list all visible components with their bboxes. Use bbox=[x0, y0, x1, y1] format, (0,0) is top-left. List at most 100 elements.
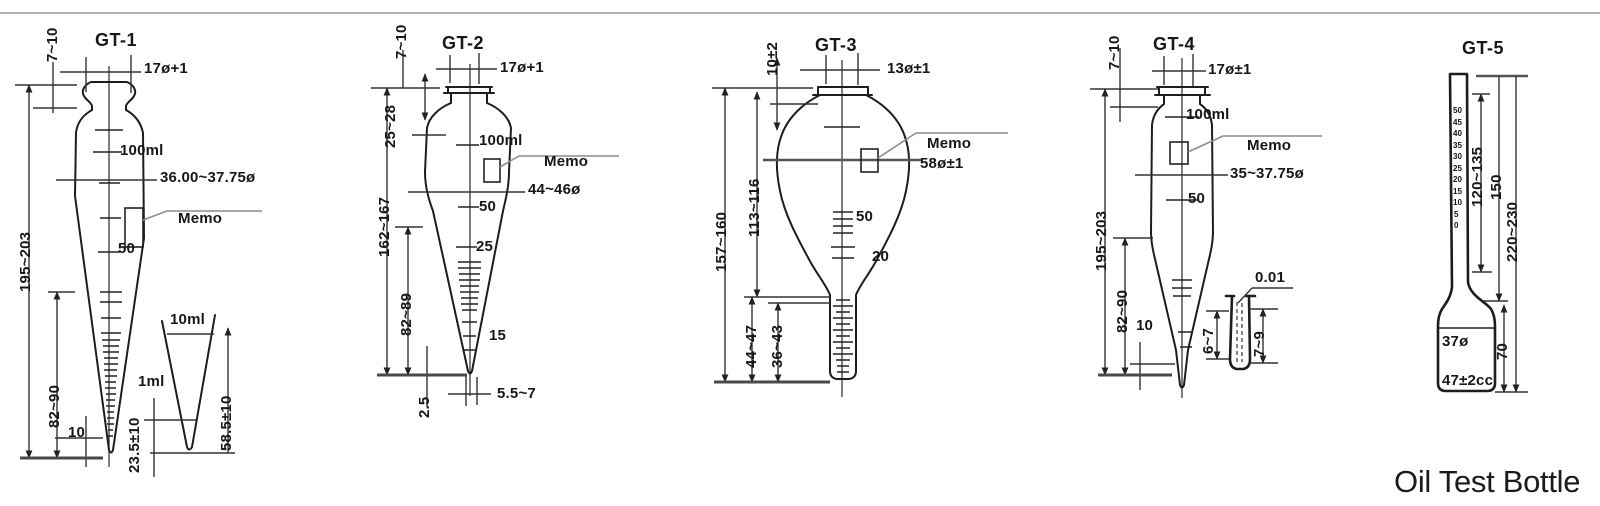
gt2-volume-label: 100ml bbox=[479, 132, 523, 149]
gt1-misc-dims bbox=[48, 179, 157, 467]
gt4-grad-50-label: 50 bbox=[1188, 190, 1206, 207]
gt2-total-height-label: 162~167 bbox=[376, 196, 393, 257]
gt5-scale-40: 40 bbox=[1453, 129, 1462, 138]
gt5-body-height-label: 70 bbox=[1494, 342, 1511, 360]
gt5-scale-30: 30 bbox=[1453, 152, 1462, 161]
gt4-tip-height-label: 10 bbox=[1136, 317, 1154, 334]
gt4-memo-leader bbox=[1187, 135, 1322, 153]
gt4-body-dia-label: 35~37.75ø bbox=[1230, 165, 1304, 182]
gt5-scale-0: 0 bbox=[1454, 221, 1459, 230]
gt4-inset-tube-label: 7~9 bbox=[1251, 330, 1268, 357]
gt4-inset-grad-label: 0.01 bbox=[1255, 269, 1285, 286]
gt2-neck-height-label: 7~10 bbox=[393, 24, 410, 59]
gt1-inset-dims bbox=[144, 333, 235, 477]
gt5-title: GT-5 bbox=[1462, 38, 1505, 58]
gt3-grad-20-label: 20 bbox=[872, 248, 890, 265]
gt1-neck-height-label: 7~10 bbox=[44, 27, 61, 62]
gt1-graduations bbox=[93, 129, 123, 437]
gt2-shoulder-label: 25~28 bbox=[382, 104, 399, 148]
gt4-inset-tube-marks bbox=[1236, 302, 1243, 364]
gt3-graduations bbox=[824, 126, 860, 373]
gt3-body-dia-label: 58ø±1 bbox=[920, 155, 964, 172]
gt5-total-height-label: 220~230 bbox=[1504, 201, 1521, 262]
gt2-mouth-dia-label: 17ø+1 bbox=[500, 59, 544, 76]
gt4-graduations bbox=[1165, 116, 1199, 348]
gt2-bottle-outline bbox=[423, 86, 513, 375]
gt4-inset-tube-ticks bbox=[1249, 308, 1278, 364]
gt5-scale-15: 15 bbox=[1453, 187, 1462, 196]
gt5-drawing bbox=[1436, 72, 1528, 393]
gt1-inset-width-label: 23.5±10 bbox=[126, 417, 143, 473]
gt5-scale-20: 20 bbox=[1453, 175, 1462, 184]
gt1-volume-label: 100ml bbox=[120, 142, 164, 159]
gt3-neck-height-label: 10±2 bbox=[764, 41, 781, 76]
gt4-total-height-label: 195~203 bbox=[1093, 210, 1110, 271]
gt4-memo-box bbox=[1169, 141, 1189, 165]
gt3-stem-inner-label: 36~43 bbox=[769, 324, 786, 368]
gt3-body-height-label: 113~116 bbox=[746, 178, 763, 237]
gt3-mouth-dim bbox=[800, 53, 880, 85]
gt2-neck-dim bbox=[371, 50, 446, 136]
gt5-tube-height-label: 150 bbox=[1488, 174, 1505, 200]
gt5-scale-height-label: 120~135 bbox=[1469, 146, 1486, 207]
gt3-stem-outer-label: 44~47 bbox=[743, 324, 760, 368]
gt3-memo-label: Memo bbox=[927, 135, 972, 152]
gt1-tip-height-label: 10 bbox=[68, 424, 86, 441]
gt5-scale-50: 50 bbox=[1453, 106, 1462, 115]
gt1-title: GT-1 bbox=[95, 30, 138, 50]
gt2-grad-50-label: 50 bbox=[479, 198, 497, 215]
gt3-stem-ticks bbox=[744, 296, 830, 304]
gt2-cone-height-label: 82~89 bbox=[398, 292, 415, 336]
gt1-mouth-dim bbox=[60, 55, 141, 93]
gt5-volume-label: 47±2cc bbox=[1442, 372, 1494, 389]
gt1-mouth-dia-label: 17ø+1 bbox=[144, 60, 188, 77]
gt4-neck-dim bbox=[1090, 48, 1158, 122]
gt4-neck-height-label: 7~10 bbox=[1106, 35, 1123, 70]
gt3-neck-lines bbox=[712, 87, 818, 105]
gt1-drawing bbox=[15, 55, 262, 477]
gt1-neck-dim bbox=[15, 62, 77, 113]
gt5-scale-25: 25 bbox=[1453, 164, 1462, 173]
gt3-mouth-dia-label: 13ø±1 bbox=[887, 60, 931, 77]
gt2-grad-15-label: 15 bbox=[489, 327, 507, 344]
gt2-memo-label: Memo bbox=[544, 153, 589, 170]
gt1-total-height-label: 195~203 bbox=[17, 231, 34, 292]
gt2-memo-box bbox=[483, 158, 501, 183]
gt3-bottle-outline bbox=[775, 86, 911, 380]
gt4-inset-tip-ticks bbox=[1206, 310, 1229, 360]
gt2-body-dia-label: 44~46ø bbox=[528, 181, 581, 198]
gt5-scale-10: 10 bbox=[1453, 198, 1462, 207]
gt4-memo-label: Memo bbox=[1247, 137, 1292, 154]
gt3-memo-box bbox=[860, 148, 879, 173]
gt3-grad-50-label: 50 bbox=[856, 208, 874, 225]
gt2-memo-leader bbox=[499, 155, 619, 168]
gt2-drawing bbox=[371, 50, 619, 407]
gt2-mouth-dim bbox=[436, 53, 497, 84]
gt4-volume-label: 100ml bbox=[1186, 106, 1230, 123]
gt1-memo-leader bbox=[142, 210, 262, 221]
gt3-total-height-label: 157~160 bbox=[713, 211, 730, 272]
gt1-bottle-outline bbox=[73, 81, 146, 454]
gt4-inset-tip-label: 6~7 bbox=[1200, 327, 1217, 354]
gt1-grad-50-label: 50 bbox=[118, 240, 136, 257]
gt5-scale-45: 45 bbox=[1453, 118, 1462, 127]
gt5-bottle-outline bbox=[1436, 72, 1497, 393]
gt4-mouth-dia-label: 17ø±1 bbox=[1208, 61, 1252, 78]
gt1-body-dia-label: 36.00~37.75ø bbox=[160, 169, 256, 186]
gt4-mouth-dim bbox=[1152, 54, 1206, 86]
gt4-inset-grad-leader bbox=[1237, 287, 1293, 304]
gt2-graduations bbox=[456, 144, 481, 351]
gt1-inset-10ml-label: 10ml bbox=[170, 311, 205, 328]
gt4-misc-dims bbox=[1113, 174, 1228, 390]
gt5-scale-5: 5 bbox=[1454, 210, 1459, 219]
gt1-cone-height-label: 82~90 bbox=[46, 384, 63, 428]
gt3-drawing bbox=[712, 53, 1008, 397]
gt3-title: GT-3 bbox=[815, 35, 858, 55]
gt1-memo-box bbox=[124, 207, 144, 248]
gt5-scale-ticks bbox=[1472, 93, 1492, 273]
gt4-bottle-outline bbox=[1149, 86, 1215, 389]
gt2-grad-25-label: 25 bbox=[476, 238, 494, 255]
gt3-memo-leader bbox=[877, 132, 1008, 159]
